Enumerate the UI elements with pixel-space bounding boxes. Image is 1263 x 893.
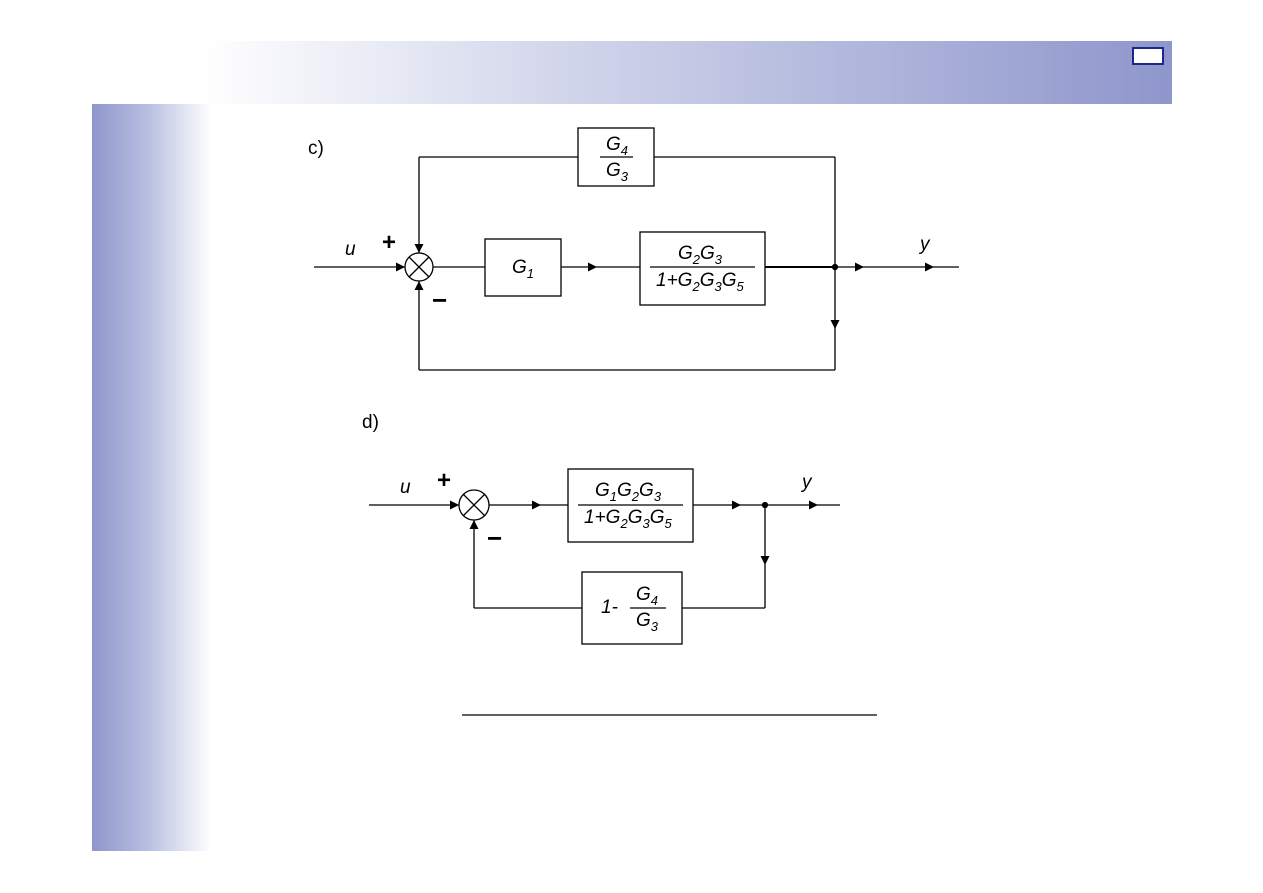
diagram-d — [369, 468, 840, 645]
c-top-denominator: G3 — [606, 160, 629, 184]
d-input-label: u — [400, 477, 411, 498]
c-g1-text: G1 — [512, 257, 534, 281]
d-fb-den-sub: 3 — [651, 619, 659, 634]
c-summing-junction — [404, 252, 434, 282]
c-main-num-g-a: G — [678, 243, 693, 264]
d-fwd-den-g-c: G — [650, 507, 665, 528]
c-top-numerator: G4 — [606, 134, 628, 158]
c-main-den-sub-b: 3 — [714, 279, 722, 294]
d-diagram-label: d) — [362, 412, 379, 433]
d-fwd-den-sub-a: 2 — [619, 516, 628, 531]
c-output-label: y — [918, 234, 931, 255]
c-top-num-sub: 4 — [621, 143, 628, 158]
left-gradient-band — [92, 41, 212, 851]
c-main-numerator: G2G3 — [678, 243, 723, 267]
c-minus-sign: − — [432, 285, 447, 315]
c-block-g1 — [484, 238, 562, 297]
c-block-main — [639, 231, 766, 306]
c-top-den-base: G — [606, 160, 621, 181]
c-main-den-g-a: G — [678, 270, 693, 291]
d-fwd-num-sub-b: 2 — [631, 489, 640, 504]
d-summing-junction — [458, 489, 490, 521]
d-fwd-num-sub-c: 3 — [654, 489, 662, 504]
d-fwd-den-g-b: G — [628, 507, 643, 528]
d-fwd-num-g-a: G — [595, 480, 610, 501]
c-main-num-sub-b: 3 — [715, 252, 723, 267]
c-top-num-base: G — [606, 134, 621, 155]
d-fwd-num-g-b: G — [617, 480, 632, 501]
d-fwd-num-sub-a: 1 — [610, 489, 617, 504]
slide-marker-icon[interactable] — [1132, 47, 1164, 65]
c-diagram-label: c) — [308, 138, 324, 159]
d-feedback-numerator: G4 — [636, 584, 658, 608]
d-fwd-den-sub-c: 5 — [664, 516, 672, 531]
d-feedback-prefix: 1- — [601, 597, 618, 618]
d-fb-num-sub: 4 — [651, 593, 658, 608]
c-main-num-g-b: G — [700, 243, 715, 264]
d-fb-den-base: G — [636, 610, 651, 631]
d-fwd-den-g-a: G — [606, 507, 621, 528]
d-forward-denominator: 1+G2G3G5 — [584, 507, 672, 531]
c-g1-base: G — [512, 257, 527, 278]
d-plus-sign: + — [437, 467, 451, 494]
c-main-den-g-c: G — [722, 270, 737, 291]
c-input-label: u — [345, 239, 356, 260]
c-g1-sub: 1 — [527, 266, 534, 281]
d-fwd-den-sub-b: 3 — [642, 516, 650, 531]
c-main-den-sub-a: 2 — [691, 279, 700, 294]
c-top-den-sub: 3 — [621, 169, 629, 184]
d-minus-sign: − — [487, 523, 502, 553]
d-forward-numerator: G1G2G3 — [595, 480, 662, 504]
d-fwd-den-prefix: 1+ — [584, 507, 606, 528]
c-main-den-g-b: G — [700, 270, 715, 291]
c-plus-sign: + — [382, 229, 396, 256]
d-output-label: y — [800, 472, 813, 493]
d-feedback-denominator: G3 — [636, 610, 659, 634]
d-fwd-num-g-c: G — [639, 480, 654, 501]
top-gradient-band — [92, 41, 1172, 104]
c-main-den-prefix: 1+ — [656, 270, 678, 291]
d-fb-num-base: G — [636, 584, 651, 605]
c-main-num-sub-a: 2 — [692, 252, 701, 267]
c-main-denominator: 1+G2G3G5 — [656, 270, 744, 294]
diagram-c — [314, 127, 959, 371]
c-main-den-sub-c: 5 — [736, 279, 744, 294]
